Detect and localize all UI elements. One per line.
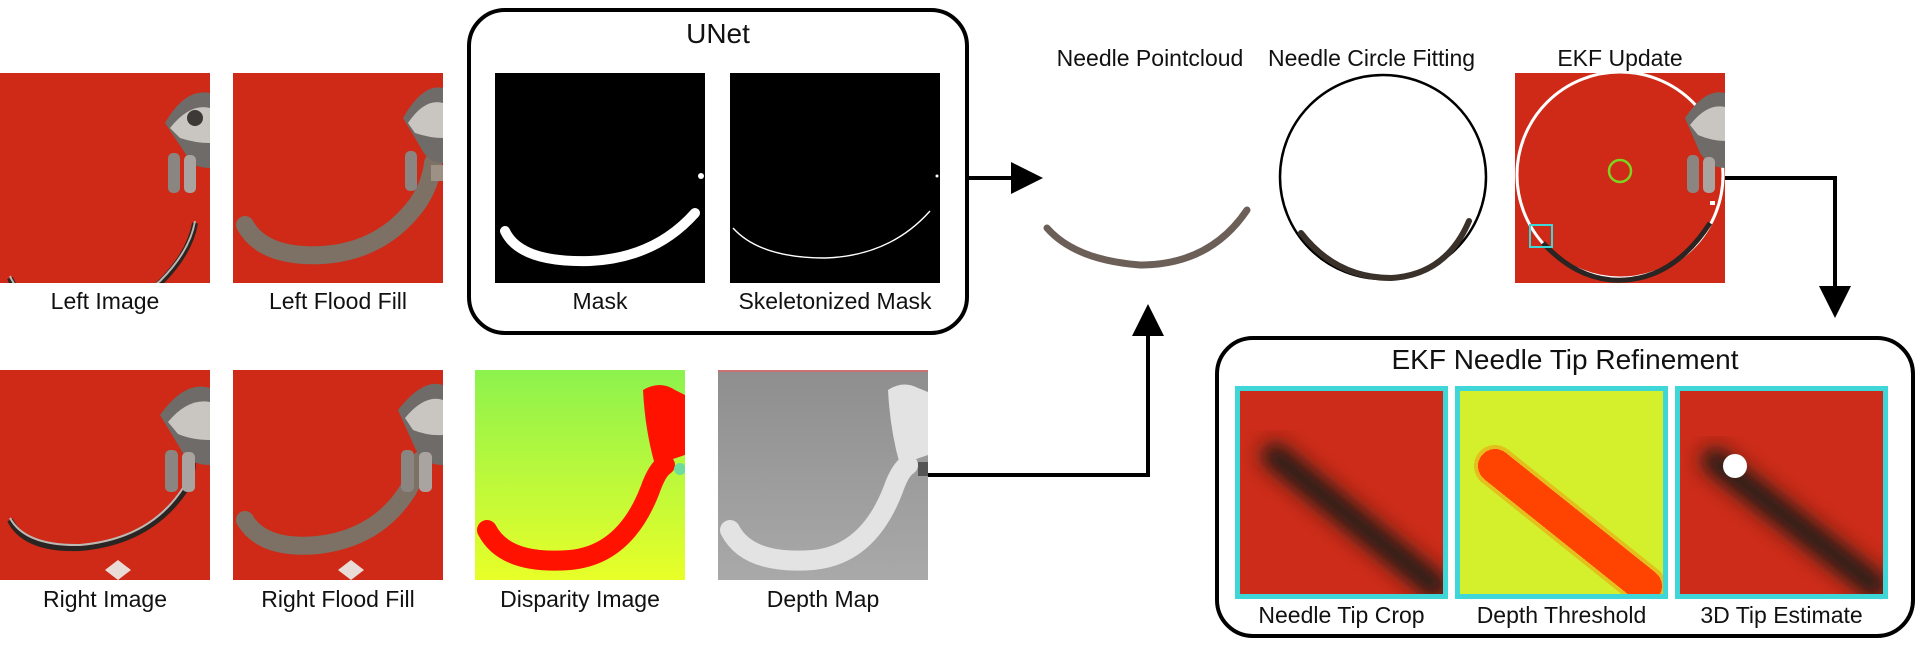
tip-crop-marker <box>1529 224 1553 248</box>
left-image-label: Left Image <box>50 288 160 314</box>
depth-threshold-panel <box>1455 386 1668 599</box>
gripper-icon <box>398 383 443 492</box>
skeletonized-mask-panel <box>730 73 940 283</box>
disparity-image-panel <box>475 370 685 580</box>
ekf-update-panel <box>1515 73 1725 283</box>
depth-threshold-label: Depth Threshold <box>1476 602 1647 628</box>
tip-estimate-point <box>1723 454 1747 478</box>
left-flood-fill-label: Left Flood Fill <box>268 288 408 314</box>
right-image-label: Right Image <box>42 586 167 612</box>
needle-pointcloud-label: Needle Pointcloud <box>1056 45 1244 71</box>
unet-title: UNet <box>686 18 750 49</box>
needle-tip-crop-panel <box>1235 386 1448 599</box>
right-image-panel <box>0 370 210 580</box>
left-image-panel <box>0 73 210 283</box>
disparity-image-label: Disparity Image <box>500 586 660 612</box>
skeletonized-mask-label: Skeletonized Mask <box>738 288 932 314</box>
mask-panel <box>495 73 705 283</box>
needle-pointcloud-panel <box>1035 180 1260 280</box>
arrow-ekf-update-to-refinement <box>1725 176 1851 318</box>
ekf-refinement-title: EKF Needle Tip Refinement <box>1391 344 1739 375</box>
left-flood-fill-panel <box>233 73 443 283</box>
ekf-update-label: EKF Update <box>1557 45 1683 71</box>
arrow-depth-to-pointcloud <box>928 304 1164 477</box>
estimated-center-marker <box>1607 158 1633 184</box>
gripper-icon <box>160 386 210 492</box>
needle-circle-fitting-panel <box>1276 73 1491 288</box>
right-flood-fill-label: Right Flood Fill <box>261 586 415 612</box>
right-flood-fill-panel <box>233 370 443 580</box>
mask-label: Mask <box>572 288 628 314</box>
depth-map-panel <box>718 370 928 580</box>
3d-tip-estimate-label: 3D Tip Estimate <box>1700 602 1863 628</box>
gripper-icon <box>165 92 210 193</box>
3d-tip-estimate-panel <box>1675 386 1888 599</box>
needle-tip-crop-label: Needle Tip Crop <box>1258 602 1425 628</box>
needle-circle-fitting-label: Needle Circle Fitting <box>1268 45 1476 71</box>
gripper-icon <box>1685 92 1725 193</box>
gripper-icon <box>403 87 443 191</box>
depth-map-label: Depth Map <box>766 586 880 612</box>
